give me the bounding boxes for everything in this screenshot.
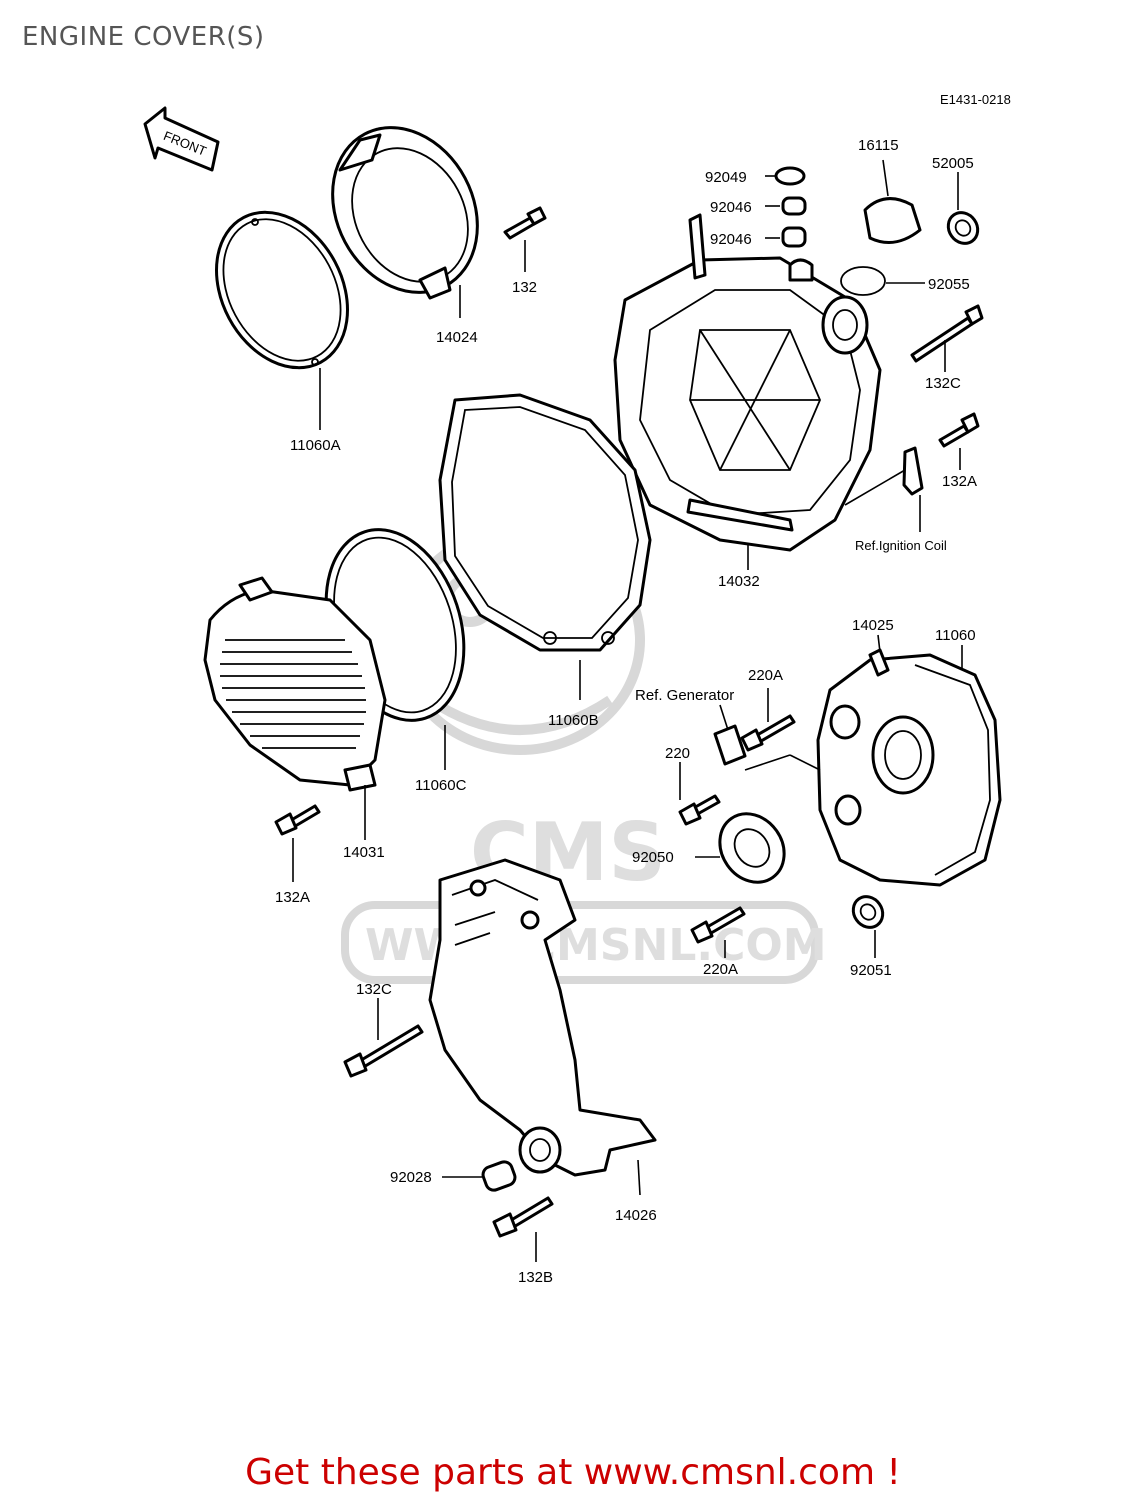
- dowel-92028: [481, 1160, 517, 1192]
- cover-14024: [331, 126, 479, 300]
- bolt-220a-bottom: [690, 906, 746, 944]
- part-label-14024: 14024: [436, 329, 478, 346]
- bolt-132c-bottom: [343, 1024, 424, 1078]
- part-label-92051: 92051: [850, 962, 892, 979]
- part-label-11060: 11060: [935, 627, 976, 644]
- part-label-220a-bottom: 220A: [703, 961, 738, 978]
- part-label-14025: 14025: [852, 617, 894, 634]
- gasket-11060b: [438, 393, 652, 652]
- part-label-132b: 132B: [518, 1269, 553, 1286]
- part-label-92046-a: 92046: [710, 199, 752, 216]
- part-label-11060c: 11060C: [415, 777, 467, 794]
- bolt-220: [678, 794, 721, 826]
- sprocket-cover-14026: [428, 858, 657, 1177]
- part-label-14031: 14031: [343, 844, 385, 861]
- watermark-url: WWW.CMSNL.COM: [365, 920, 827, 971]
- part-label-14026: 14026: [615, 1207, 657, 1224]
- part-label-11060b: 11060B: [548, 712, 599, 729]
- part-label-16115: 16115: [858, 137, 899, 154]
- page-title: ENGINE COVER(S): [22, 22, 265, 52]
- seal-92050: [718, 812, 786, 884]
- part-label-132c-bottom: 132C: [356, 981, 392, 998]
- pulser-cover-14025: [816, 648, 1002, 887]
- seal-52005: [946, 211, 980, 245]
- part-label-220a-top: 220A: [748, 667, 783, 684]
- part-label-92049: 92049: [705, 169, 747, 186]
- part-label-132c-top: 132C: [925, 375, 961, 392]
- part-label-52005: 52005: [932, 155, 974, 172]
- clutch-cover-14032: [613, 213, 882, 552]
- bolt-132b: [492, 1196, 554, 1238]
- part-label-220: 220: [665, 745, 690, 762]
- part-label-11060a: 11060A: [290, 437, 341, 454]
- part-label-132a-right: 132A: [942, 473, 977, 490]
- bolt-132a-left: [274, 804, 321, 836]
- part-label-132a-left: 132A: [275, 889, 310, 906]
- part-label-14032: 14032: [718, 573, 760, 590]
- bolt-132a-right: [938, 412, 980, 448]
- seals-920xx: [774, 166, 807, 248]
- part-label-92028: 92028: [390, 1169, 432, 1186]
- part-label-92050: 92050: [632, 849, 674, 866]
- generator-cover-14031: [203, 576, 387, 792]
- seal-92051: [851, 895, 885, 929]
- gasket-11060a: [215, 210, 349, 370]
- footer-promo-link[interactable]: Get these parts at www.cmsnl.com !: [245, 1452, 901, 1493]
- cap-16115: [863, 197, 922, 244]
- bolt-220a-top: [740, 714, 796, 752]
- diagram-code: E1431-0218: [940, 92, 1011, 107]
- part-label-92055: 92055: [928, 276, 970, 293]
- bolt-132-top: [503, 206, 547, 240]
- ref-ignition-coil: Ref.Ignition Coil: [855, 538, 947, 553]
- front-arrow-icon: FRONT: [143, 106, 220, 172]
- ref-generator: Ref. Generator: [635, 687, 734, 704]
- part-label-92046-b: 92046: [710, 231, 752, 248]
- oring-92055: [840, 266, 886, 296]
- bolt-132c-top: [910, 304, 984, 363]
- part-label-132-top: 132: [512, 279, 537, 296]
